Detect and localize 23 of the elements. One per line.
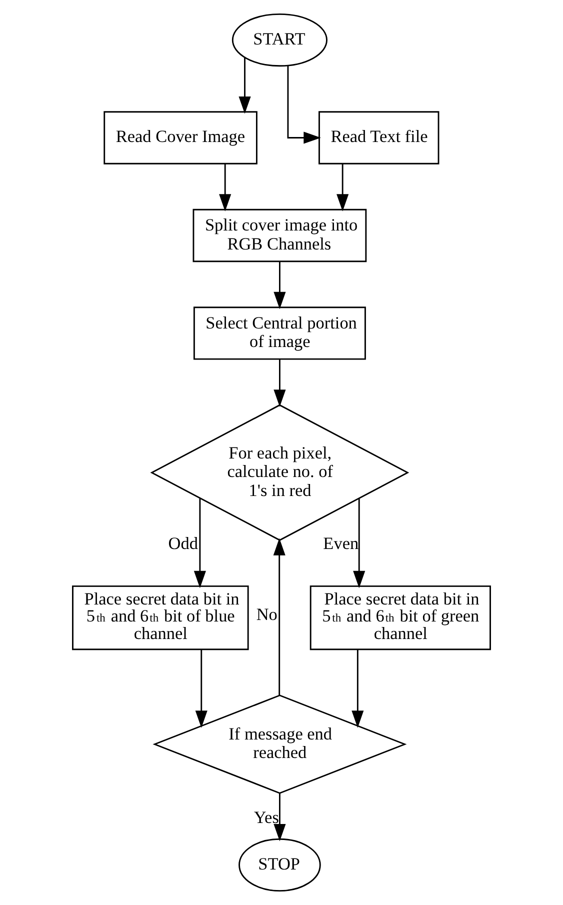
node-box: Split cover image into RGB Channels bbox=[192, 208, 367, 262]
arrow bbox=[194, 498, 206, 588]
arrow bbox=[336, 164, 349, 212]
node-box: Place secret data bit in 5th and 6th bit of green channel bbox=[310, 585, 491, 650]
arrow bbox=[352, 650, 364, 728]
edge-label: No bbox=[256, 605, 278, 624]
node-box: Read Cover Image bbox=[104, 111, 258, 164]
arrow bbox=[219, 164, 232, 212]
node-box: Select Central portion of image bbox=[193, 306, 366, 360]
arrow bbox=[238, 58, 251, 114]
arrow bbox=[274, 359, 286, 407]
arrow bbox=[274, 262, 286, 310]
node-diamond: If message end reached bbox=[152, 694, 407, 794]
edge-label: Yes bbox=[254, 808, 279, 827]
arrow bbox=[287, 66, 321, 144]
node-ellipse: START bbox=[232, 13, 328, 67]
node-box: Place secret data bit in 5th and 6th bit of blue channel bbox=[72, 585, 249, 650]
arrow bbox=[273, 538, 286, 696]
arrow bbox=[274, 793, 286, 842]
arrow bbox=[353, 498, 366, 588]
node-ellipse: STOP bbox=[238, 838, 321, 892]
arrow bbox=[195, 650, 208, 728]
node-box: Read Text file bbox=[318, 111, 440, 164]
